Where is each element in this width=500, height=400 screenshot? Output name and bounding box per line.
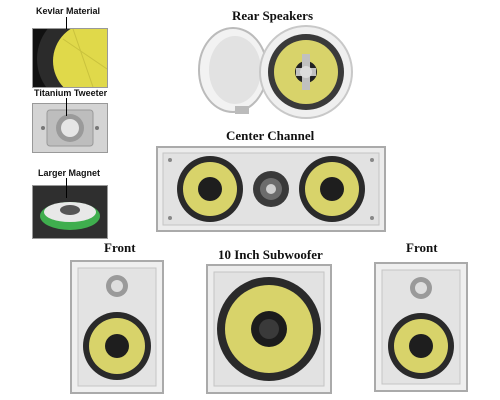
center-channel-speaker <box>156 146 386 232</box>
kevlar-material-photo <box>32 28 108 88</box>
front-left-label: Front <box>104 240 136 255</box>
larger-magnet-photo <box>32 185 108 239</box>
titanium-tweeter-label: Titanium Tweeter <box>34 88 108 98</box>
rear-speakers-label: Rear Speakers <box>232 8 314 23</box>
rear-speaker-grille <box>195 26 275 118</box>
front-right-label: Front <box>406 240 438 255</box>
larger-magnet-label: Larger Magnet <box>38 168 101 178</box>
rear-speaker-round <box>258 24 354 120</box>
kevlar-material-label: Kevlar Material <box>36 6 101 16</box>
subwoofer-label: 10 Inch Subwoofer <box>218 247 323 262</box>
front-left-speaker <box>70 260 164 394</box>
subwoofer-speaker <box>206 264 332 394</box>
center-channel-label: Center Channel <box>226 128 315 143</box>
titanium-tweeter-photo <box>32 103 108 153</box>
front-right-speaker <box>374 262 468 392</box>
